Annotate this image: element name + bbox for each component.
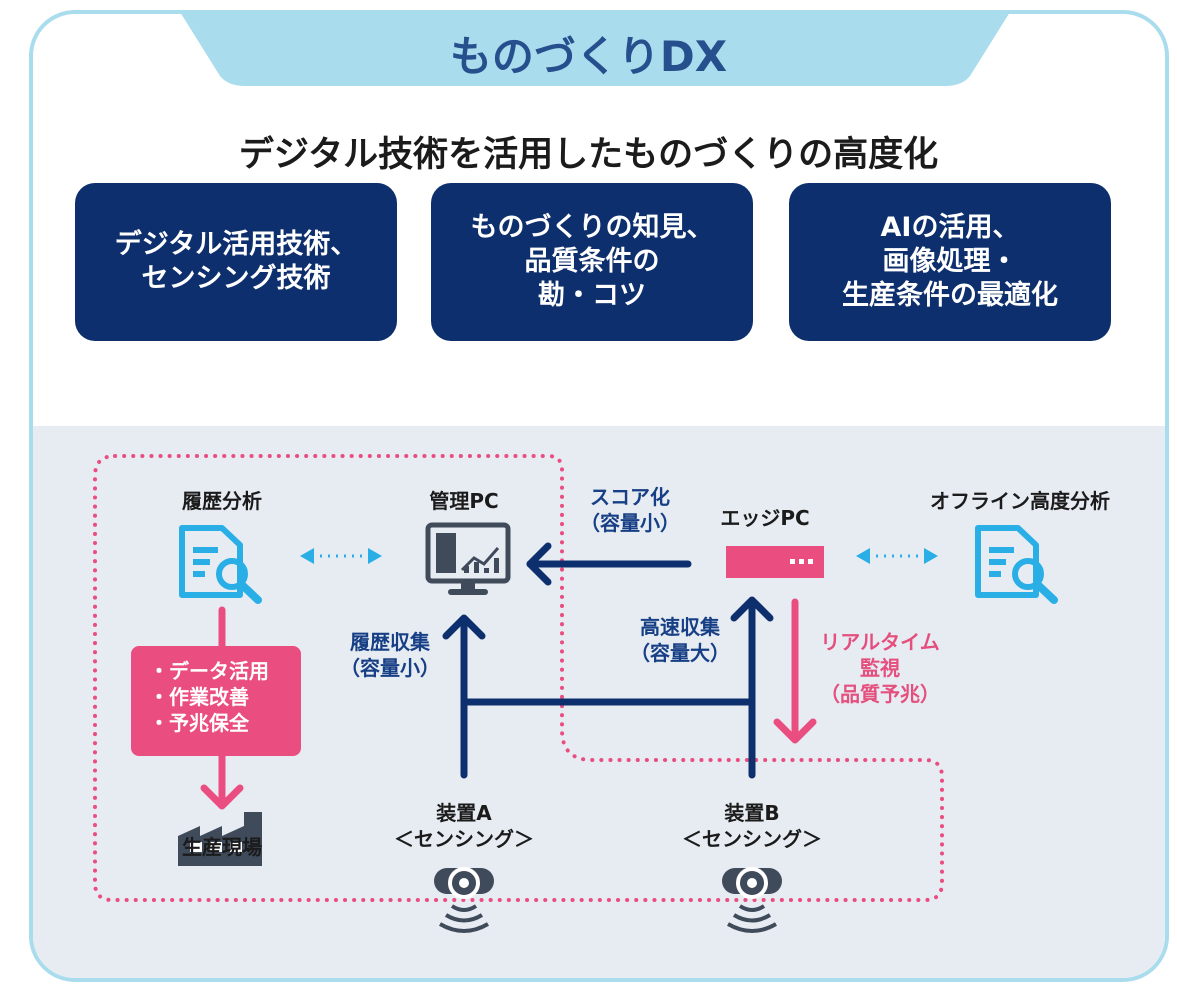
page-title: ものづくりDX: [449, 32, 728, 81]
device-a-line: ＜センシング＞: [394, 827, 534, 851]
uses-item: ・データ活用: [149, 659, 269, 683]
document-search-icon: [975, 525, 1058, 604]
factory-icon: [178, 812, 262, 866]
box-line: 画像処理・: [882, 246, 1018, 277]
dx-panel: [29, 10, 1169, 982]
uses-item: ・作業改善: [149, 685, 249, 709]
offline-analysis-label: オフライン高度分析: [930, 489, 1110, 513]
sensor-icon: [722, 867, 782, 933]
monitor-chart-icon: [425, 522, 511, 595]
box-line: ものづくりの知見、: [470, 212, 714, 243]
dotted-double-arrow: [856, 548, 938, 564]
box-line: センシング技術: [141, 263, 331, 294]
device-a-label: 装置A ＜センシング＞: [379, 800, 549, 852]
title-tab: [180, 12, 1010, 86]
box-line: AIの活用、: [880, 212, 1020, 243]
history-collect-line: （容量小）: [340, 656, 440, 680]
monitoring-zone-border: [93, 454, 944, 902]
device-a-line: 装置A: [436, 801, 492, 825]
box-line: デジタル活用技術、: [114, 229, 358, 260]
fast-collect-label: 高速収集 （容量大）: [610, 614, 750, 666]
data-flow-arrows: [442, 542, 774, 779]
production-site-label: 生産現場: [182, 835, 262, 859]
device-b-label: 装置B ＜センシング＞: [667, 800, 837, 852]
concept-box-ai: AIの活用、 画像処理・ 生産条件の最適化: [789, 183, 1111, 341]
history-collect-line: 履歴収集: [350, 630, 430, 654]
fast-collect-line: （容量大）: [630, 641, 730, 665]
management-pc-label: 管理PC: [429, 489, 499, 513]
pink-arrows: [200, 598, 817, 810]
dotted-double-arrow: [300, 548, 382, 564]
realtime-line: （品質予兆）: [820, 682, 940, 706]
history-collect-label: 履歴収集 （容量小）: [320, 629, 460, 681]
concept-box-digital: デジタル活用技術、 センシング技術: [75, 183, 397, 341]
realtime-line: 監視: [860, 656, 900, 680]
box-line: 生産条件の最適化: [842, 280, 1058, 311]
headline: デジタル技術を活用したものづくりの高度化: [238, 135, 939, 175]
box-line: 品質条件の: [524, 246, 660, 277]
score-label: スコア化 （容量小）: [560, 484, 700, 536]
fast-collect-line: 高速収集: [640, 615, 720, 639]
edge-pc-label: エッジPC: [720, 506, 810, 530]
realtime-label: リアルタイム 監視 （品質予兆）: [810, 629, 950, 707]
score-label-line: スコア化: [590, 485, 670, 509]
uses-box: ・データ活用 ・作業改善 ・予兆保全: [131, 646, 301, 756]
device-b-line: 装置B: [724, 801, 780, 825]
history-analysis-label: 履歴分析: [182, 489, 262, 513]
device-b-line: ＜センシング＞: [682, 827, 822, 851]
sensor-icon: [434, 867, 494, 933]
edge-device-icon: [726, 546, 824, 578]
uses-item: ・予兆保全: [149, 711, 249, 735]
score-label-line: （容量小）: [580, 511, 680, 535]
box-line: 勘・コツ: [538, 280, 646, 311]
concept-box-knowhow: ものづくりの知見、 品質条件の 勘・コツ: [431, 183, 753, 341]
realtime-line: リアルタイム: [820, 630, 940, 654]
document-search-icon: [179, 525, 262, 604]
